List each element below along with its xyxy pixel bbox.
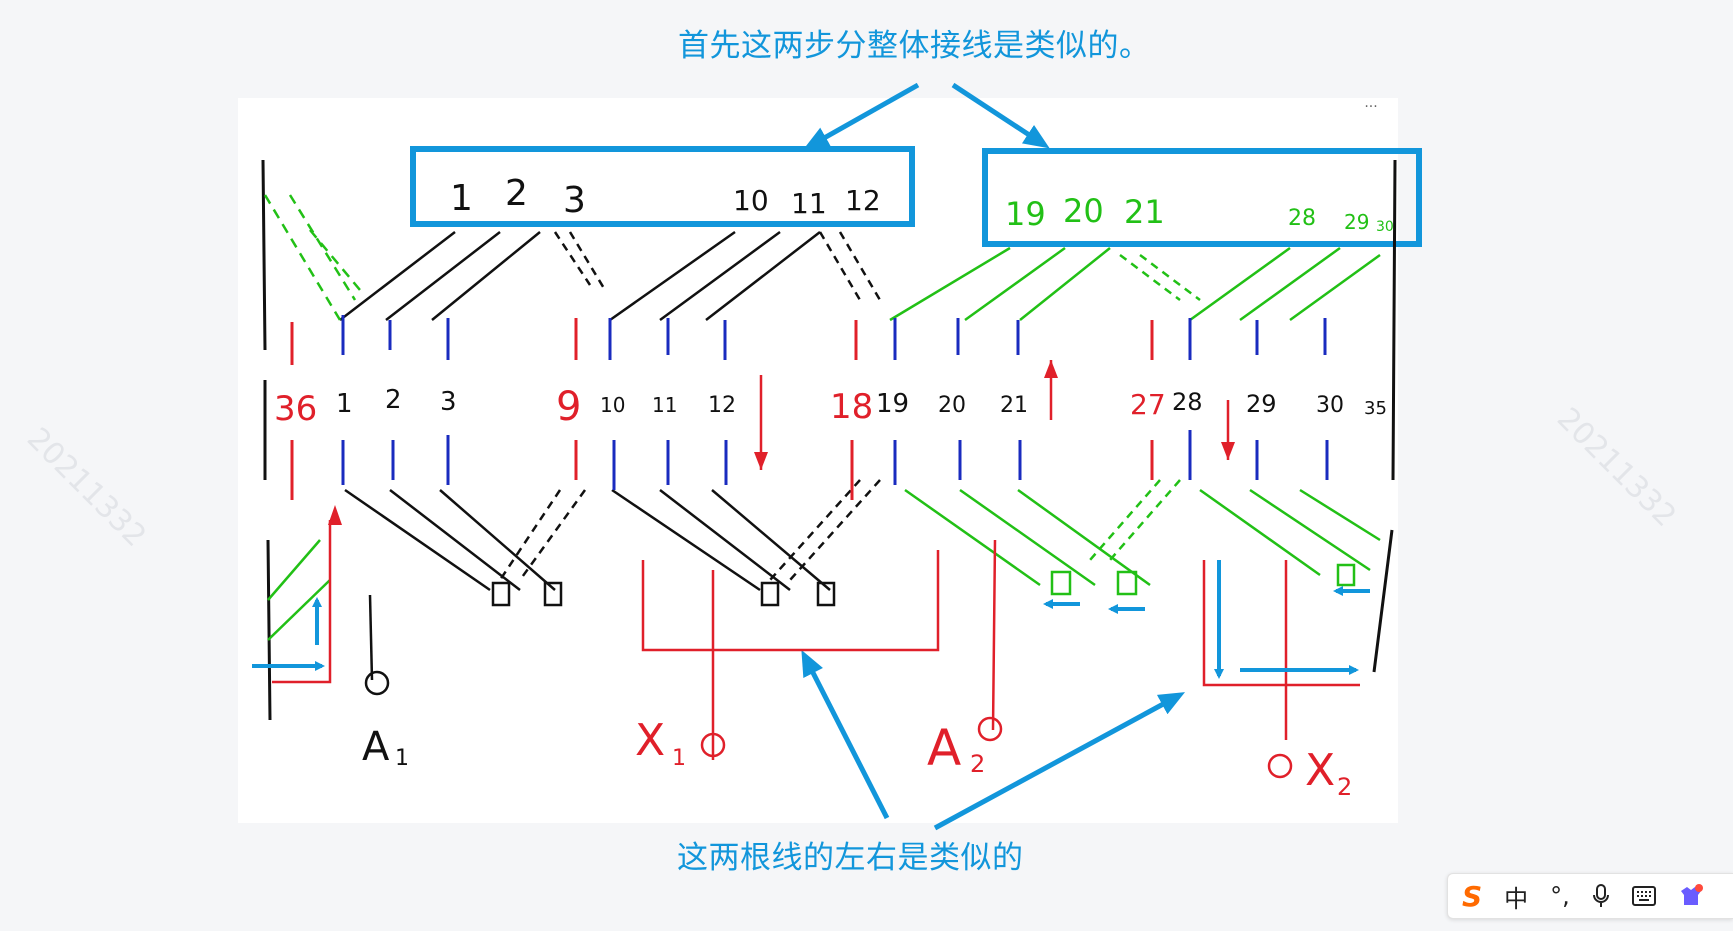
terminal-labels: A 1 X 1 A 2 X 2 <box>362 715 1352 801</box>
terminal-a1-circle <box>364 670 390 696</box>
terminal-label: X <box>1305 745 1335 796</box>
keyboard-icon[interactable] <box>1631 886 1656 906</box>
slot-numbers-red: 36 9 18 27 <box>274 384 1166 430</box>
punctuation-toggle[interactable]: °, <box>1550 882 1570 910</box>
terminal-label: 1 <box>395 746 409 771</box>
box-label: 20 <box>1063 192 1104 230</box>
arrow-top-right <box>951 82 1050 149</box>
ime-toolbar: S 中 °, <box>1447 873 1733 919</box>
slot-bars-red <box>290 318 1154 500</box>
red-wiring <box>272 360 1360 760</box>
terminal-label: 1 <box>672 746 686 771</box>
box-right-numbers: 19 20 21 28 29 30 <box>1005 192 1394 235</box>
slot-number: 3 <box>440 387 457 417</box>
terminal-x2-circle <box>1267 753 1293 779</box>
slot-number: 11 <box>652 393 677 417</box>
sketch-image <box>238 98 1398 823</box>
box-label: 10 <box>733 184 769 217</box>
box-label: 29 <box>1344 210 1369 234</box>
box-label: 12 <box>845 184 881 217</box>
box-label: 21 <box>1124 193 1165 231</box>
terminal-label: A <box>362 724 390 770</box>
slot-number: 20 <box>938 393 966 418</box>
slot-number: 21 <box>1000 393 1028 418</box>
slot-number: 36 <box>274 389 317 429</box>
skin-icon[interactable] <box>1678 883 1704 909</box>
slot-number: 2 <box>385 385 402 415</box>
terminal-a2-circle <box>977 716 1003 742</box>
slot-number: 9 <box>556 384 581 430</box>
input-mode-toggle[interactable]: 中 <box>1504 884 1529 913</box>
highlight-box-left <box>410 146 915 227</box>
slot-number: 30 <box>1316 393 1344 418</box>
slot-number: 12 <box>708 393 736 418</box>
slot-number: 35 <box>1364 398 1387 419</box>
left-border-line <box>261 159 272 721</box>
annotation-bottom: 这两根线的左右是类似的 <box>677 840 1024 876</box>
box-label: 3 <box>563 180 586 221</box>
right-border-line <box>1372 159 1397 673</box>
slot-numbers: 1 2 3 10 11 12 19 20 21 28 29 30 35 <box>336 385 1387 419</box>
box-left-numbers: 1 2 3 10 11 12 <box>450 173 881 221</box>
mic-icon[interactable] <box>1592 884 1610 908</box>
terminal-label: A <box>927 719 961 777</box>
highlight-box-right <box>982 148 1422 247</box>
terminal-x1-circle <box>700 732 726 758</box>
box-label: 28 <box>1288 206 1316 231</box>
annotation-top: 首先这两步分整体接线是类似的。 <box>678 28 1151 64</box>
more-options-icon[interactable]: ··· <box>1364 99 1378 115</box>
terminal-label: X <box>635 715 665 766</box>
terminal-label: 2 <box>970 750 985 778</box>
slot-number: 10 <box>600 393 625 417</box>
slot-number: 18 <box>830 387 873 427</box>
slot-number: 19 <box>876 389 909 419</box>
box-label: 11 <box>791 187 827 220</box>
box-label: 30 <box>1376 219 1394 235</box>
slot-number: 27 <box>1130 388 1166 421</box>
box-label: 19 <box>1005 195 1046 233</box>
arrow-bottom-right <box>933 692 1186 831</box>
slot-number: 29 <box>1246 390 1277 418</box>
coil-group-1 <box>339 230 882 607</box>
slot-number: 28 <box>1172 388 1203 416</box>
box-label: 1 <box>450 178 473 219</box>
slot-number: 1 <box>336 389 353 419</box>
coil-group-2 <box>263 194 1381 641</box>
arrow-top-left <box>803 82 920 150</box>
terminal-label: 2 <box>1337 773 1352 801</box>
arrow-bottom-left <box>801 649 890 820</box>
sogou-logo-icon[interactable]: S <box>1462 879 1483 913</box>
small-arrows <box>252 560 1370 679</box>
box-label: 2 <box>505 173 528 214</box>
slot-bars <box>341 315 1329 490</box>
